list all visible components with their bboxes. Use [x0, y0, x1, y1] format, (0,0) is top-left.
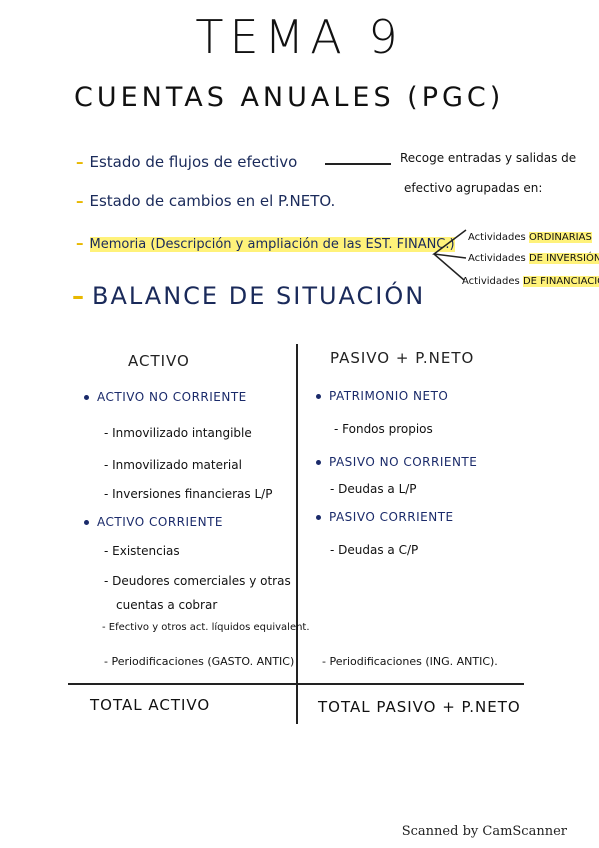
- bullet-dash-icon: –: [76, 234, 84, 252]
- activity-financiacion: Actividades DE FINANCIACIÓN.: [462, 276, 599, 287]
- list-item: - Deudores comerciales y otras: [104, 574, 291, 588]
- bullet-dot-icon: [316, 515, 321, 520]
- list-item: - Periodificaciones (ING. ANTIC).: [322, 655, 498, 668]
- balance-divider: [296, 344, 298, 724]
- list-item: - Inversiones financieras L/P: [104, 487, 273, 501]
- assets-header: ACTIVO: [128, 352, 190, 370]
- list-item: - Efectivo y otros act. líquidos equival…: [102, 622, 310, 633]
- bullet-dash-icon: –: [76, 153, 84, 171]
- note-line-2: efectivo agrupadas en:: [404, 181, 543, 195]
- topic-cash-flow: –Estado de flujos de efectivo: [76, 153, 298, 171]
- page-subtitle: CUENTAS ANUALES (PGC): [74, 82, 505, 113]
- bullet-dot-icon: [316, 460, 321, 465]
- activity-ordinarias: Actividades ORDINARIAS: [468, 232, 592, 243]
- branch-arrow-icon: [432, 229, 467, 281]
- arrow-line: [325, 163, 391, 165]
- bullet-dot-icon: [316, 394, 321, 399]
- liabilities-header: PASIVO + P.NETO: [330, 349, 475, 367]
- list-item: cuentas a cobrar: [116, 598, 218, 612]
- list-item: - Fondos propios: [334, 422, 433, 436]
- topic-memoria: –Memoria (Descripción y ampliación de la…: [76, 234, 455, 252]
- list-item: - Inmovilizado intangible: [104, 426, 252, 440]
- bullet-dot-icon: [84, 520, 89, 525]
- section-non-current-liabilities: PASIVO NO CORRIENTE: [316, 455, 477, 469]
- list-item: - Existencias: [104, 544, 180, 558]
- section-current-liabilities: PASIVO CORRIENTE: [316, 510, 454, 524]
- topic-equity-changes: –Estado de cambios en el P.NETO.: [76, 192, 336, 210]
- list-item: - Deudas a C/P: [330, 543, 419, 557]
- section-current-assets: ACTIVO CORRIENTE: [84, 515, 223, 529]
- activity-inversion: Actividades DE INVERSIÓN: [468, 253, 599, 264]
- list-item: - Inmovilizado material: [104, 458, 242, 472]
- bullet-dash-icon: –: [76, 192, 84, 210]
- list-item: - Periodificaciones (GASTO. ANTIC): [104, 655, 295, 668]
- bullet-dot-icon: [84, 395, 89, 400]
- topic-balance: –BALANCE DE SITUACIÓN: [72, 282, 426, 310]
- bullet-dash-icon: –: [72, 282, 86, 310]
- section-non-current-assets: ACTIVO NO CORRIENTE: [84, 390, 247, 404]
- list-item: - Deudas a L/P: [330, 482, 417, 496]
- section-equity: PATRIMONIO NETO: [316, 389, 448, 403]
- scanner-watermark: Scanned by CamScanner: [401, 824, 567, 839]
- page-title: TEMA 9: [195, 10, 404, 64]
- total-liabilities-equity: TOTAL PASIVO + P.NETO: [318, 698, 521, 716]
- total-assets: TOTAL ACTIVO: [90, 696, 211, 714]
- note-line-1: Recoge entradas y salidas de: [400, 151, 577, 165]
- balance-total-line: [68, 683, 524, 685]
